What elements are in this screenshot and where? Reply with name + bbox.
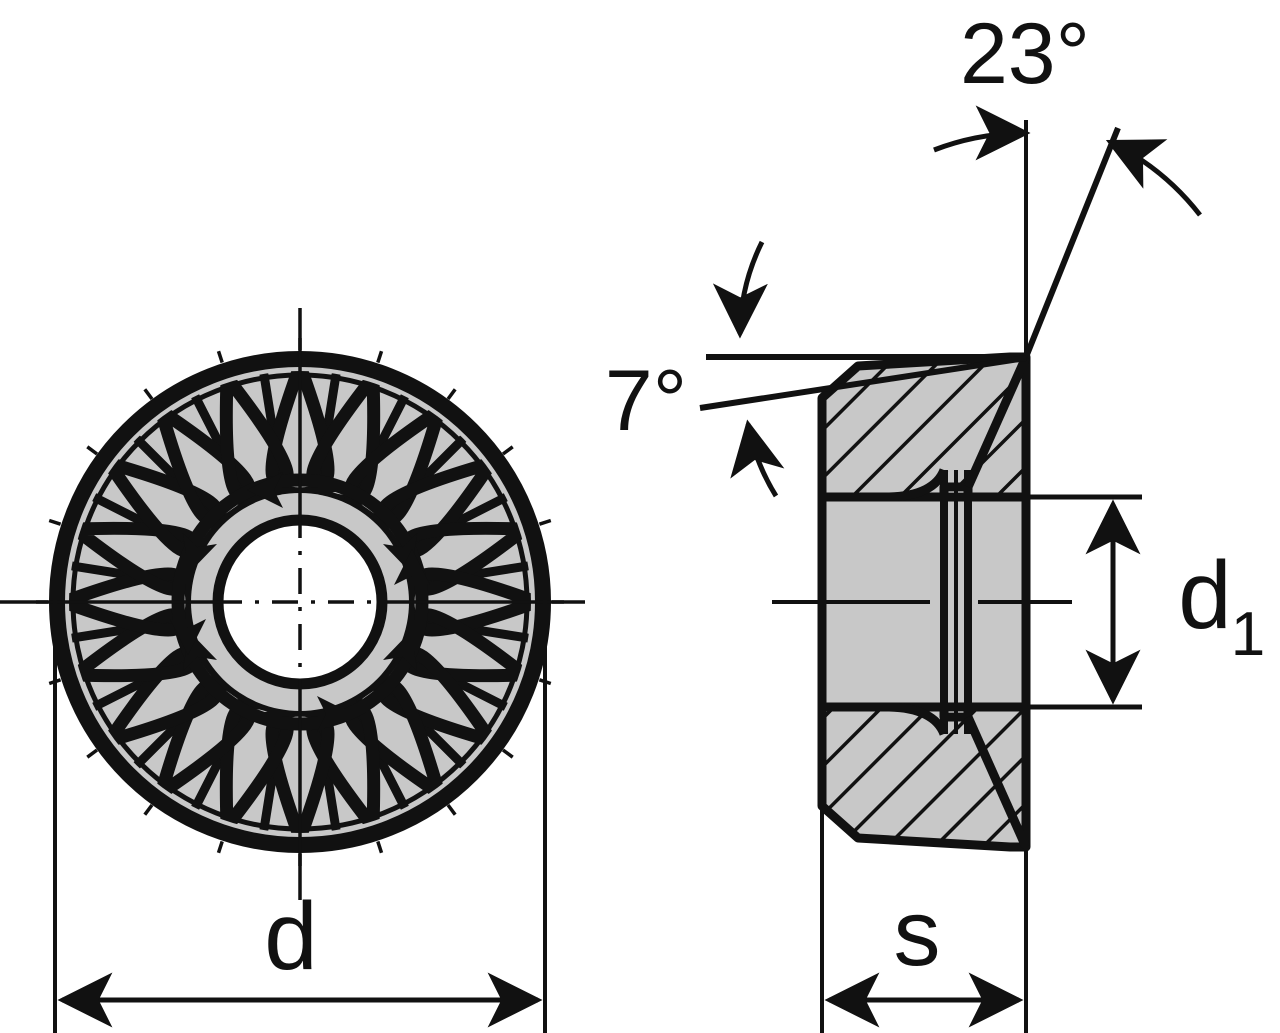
angle-dimension-23: 23° [933,6,1202,359]
section-corner-facets [963,355,1031,849]
angle-23-arc-right [1105,139,1202,217]
angle-23-arc-left [933,105,1031,161]
angle-23-leader-line [1023,126,1121,359]
face-bore-circle [212,514,388,690]
countersink-arc-top [885,468,949,502]
angle-7-arc-upper [712,240,768,339]
angle-dimension-7: 7° [605,240,1027,498]
section-bore-step-lines [940,470,972,734]
angle-7-label: 7° [605,353,687,449]
angle-7-arc-lower [730,419,785,498]
face-center-lines [0,308,585,900]
arc-arrow-lower-right [355,631,418,702]
dim-d1-subscript: 1 [1231,600,1265,669]
dim-s-label: s [894,880,941,985]
dim-d-label: d [264,883,317,990]
dimension-s: s [820,806,1028,1033]
dim-d1-label: d [1178,542,1231,649]
face-serration-band [69,371,531,833]
corner-facet-top [963,355,1031,489]
corner-facet-bottom [963,715,1031,849]
angle-7-clearance-line [699,355,1027,411]
countersink-arc-bottom [885,702,949,736]
section-countersink-arcs [885,468,949,736]
arc-arrow-upper-left [182,502,245,573]
angle-23-label: 23° [960,6,1090,102]
dimension-d1: d 1 [1010,494,1265,710]
section-view [772,120,1072,1012]
dimension-d: d [53,600,547,1033]
